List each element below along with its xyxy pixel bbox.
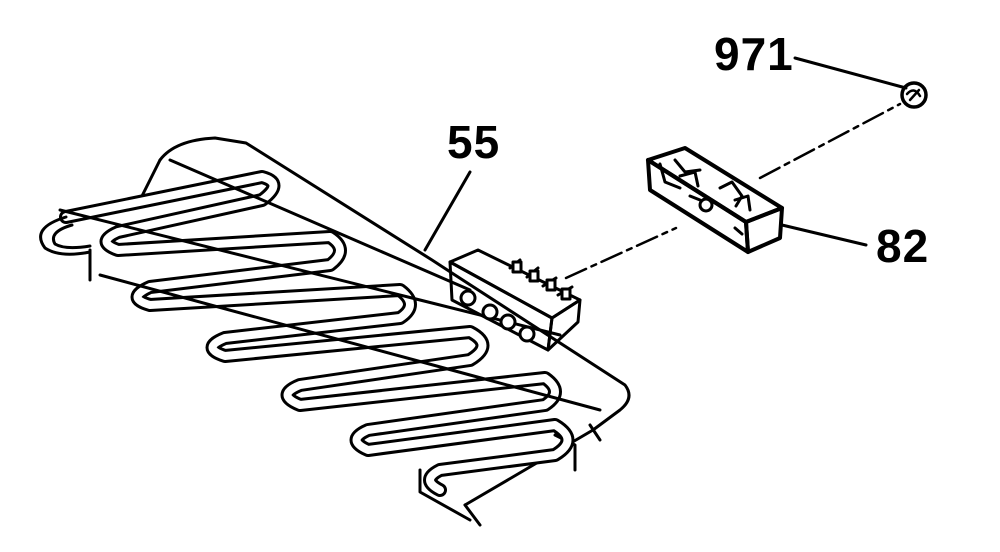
ring-clip <box>900 81 928 109</box>
element-terminal-pins <box>508 258 574 301</box>
terminal-block <box>646 146 784 254</box>
leader-line-55 <box>423 170 472 252</box>
leader-line-971 <box>793 56 908 90</box>
callout-82: 82 <box>876 220 929 272</box>
element-coil <box>39 170 575 497</box>
assembly-centerlines <box>564 102 902 280</box>
terminal-block-contacts <box>658 158 752 236</box>
callout-labels: 971 55 82 <box>447 28 929 272</box>
callout-55: 55 <box>447 116 500 168</box>
element-terminal-bracket <box>448 248 582 352</box>
leader-lines <box>423 56 908 252</box>
leader-line-82 <box>780 223 868 247</box>
callout-971: 971 <box>714 28 794 80</box>
element-terminal-posts <box>459 289 536 343</box>
heating-element <box>39 136 631 527</box>
